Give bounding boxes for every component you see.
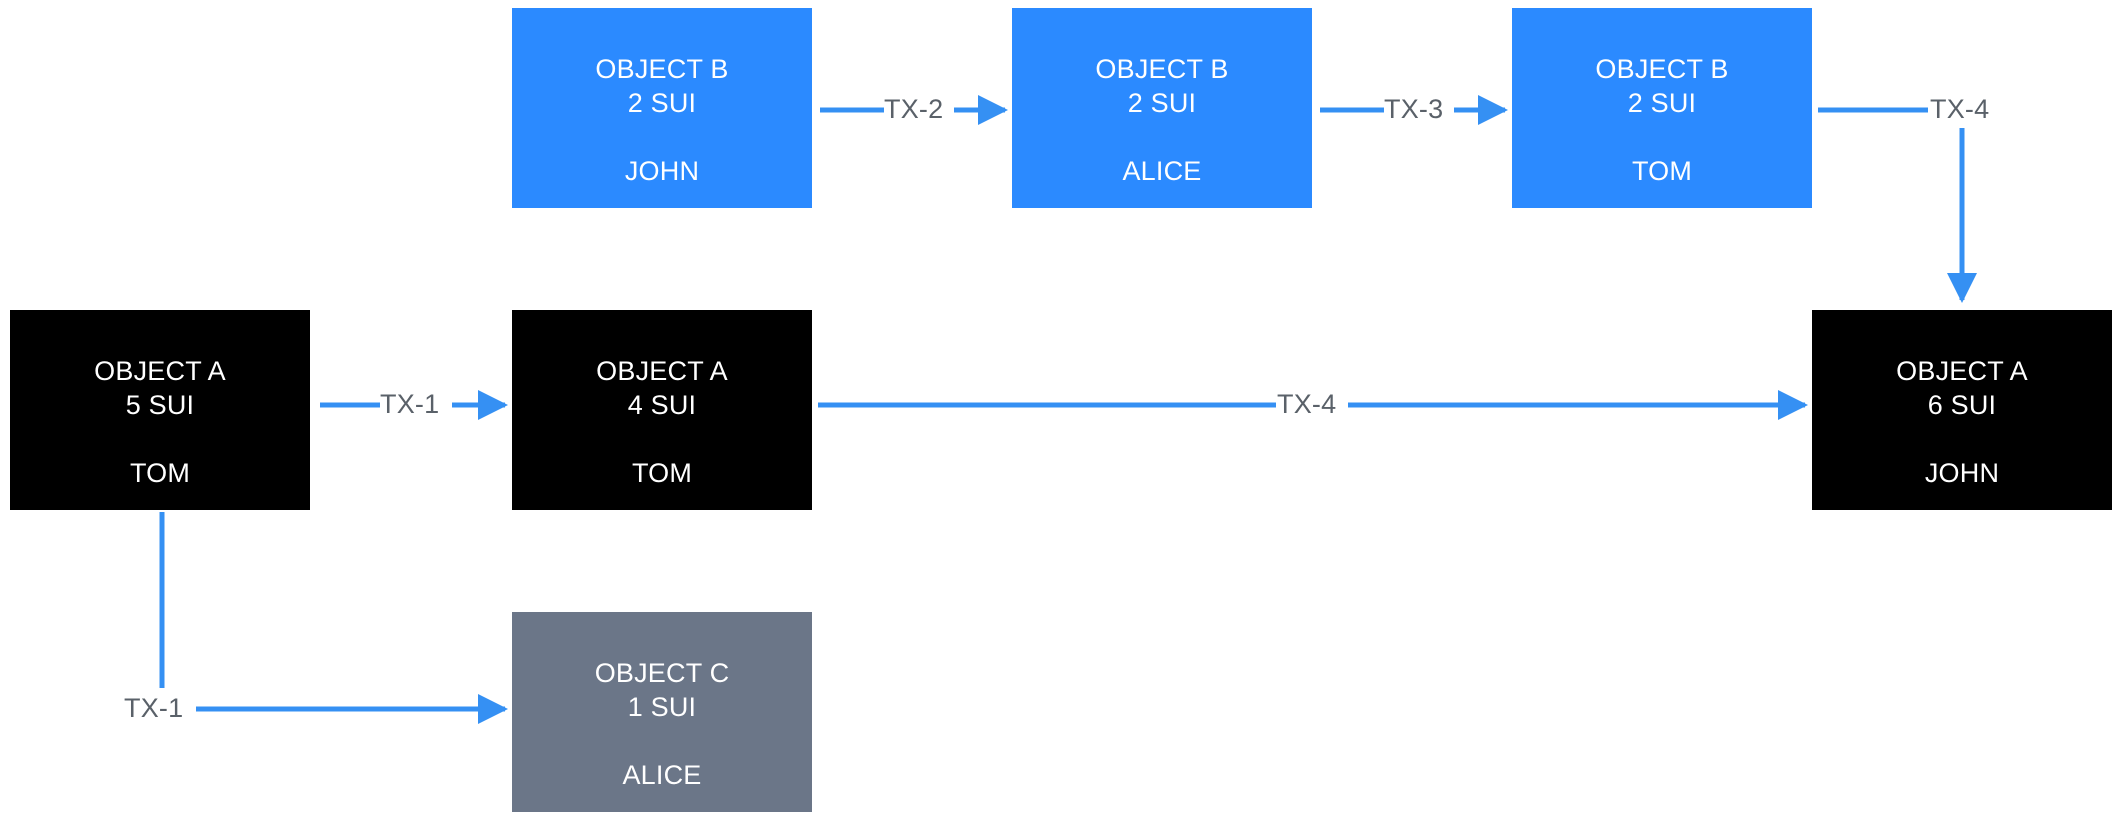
node-owner: ALICE: [1122, 156, 1202, 186]
node-title: OBJECT B 2 SUI: [1595, 54, 1729, 118]
node-title: OBJECT B 2 SUI: [595, 54, 729, 118]
node-owner: ALICE: [622, 760, 702, 790]
node-object-a-tom-4sui[interactable]: OBJECT A 4 SUI TOM: [512, 310, 812, 510]
node-owner: TOM: [1631, 156, 1693, 186]
node-title: OBJECT A 5 SUI: [94, 356, 226, 420]
edge-label-tx4-mid: TX-4: [1277, 389, 1337, 419]
node-owner: JOHN: [1924, 458, 2000, 488]
node-object-b-tom[interactable]: OBJECT B 2 SUI TOM: [1512, 8, 1812, 208]
node-object-a-john-6sui[interactable]: OBJECT A 6 SUI JOHN: [1812, 310, 2112, 510]
node-object-c-alice[interactable]: OBJECT C 1 SUI ALICE: [512, 612, 812, 812]
node-object-b-john[interactable]: OBJECT B 2 SUI JOHN: [512, 8, 812, 208]
node-owner: JOHN: [624, 156, 700, 186]
node-object-b-alice[interactable]: OBJECT B 2 SUI ALICE: [1012, 8, 1312, 208]
edge-label-tx3: TX-3: [1384, 94, 1444, 124]
node-title: OBJECT A 6 SUI: [1896, 356, 2028, 420]
edge-label-tx4-top: TX-4: [1930, 94, 1990, 124]
node-owner: TOM: [631, 458, 693, 488]
node-title: OBJECT A 4 SUI: [596, 356, 728, 420]
node-owner: TOM: [129, 458, 191, 488]
edge-label-tx1-branch: TX-1: [124, 693, 184, 723]
edge-label-tx1-main: TX-1: [380, 389, 440, 419]
edge-label-tx2: TX-2: [884, 94, 944, 124]
node-title: OBJECT B 2 SUI: [1095, 54, 1229, 118]
node-object-a-tom-5sui[interactable]: OBJECT A 5 SUI TOM: [10, 310, 310, 510]
node-title: OBJECT C 1 SUI: [594, 658, 730, 722]
